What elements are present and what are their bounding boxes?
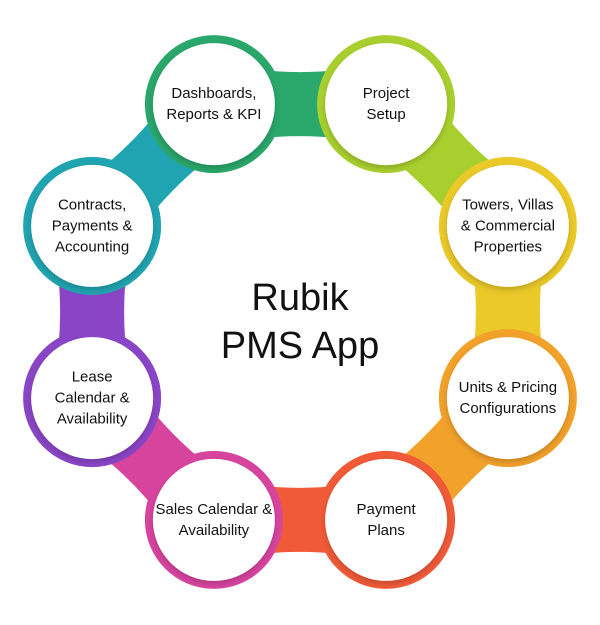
node-circle: [446, 164, 569, 287]
node-circle: [446, 337, 569, 460]
node-3: [438, 329, 577, 468]
node-label: Contracts, Payments & Accounting: [51, 196, 133, 256]
node-label: Project Setup: [362, 85, 410, 124]
node-circle: [152, 458, 275, 581]
node-4: [317, 450, 456, 589]
node-7: [23, 156, 162, 295]
node-label: Lease Calendar & Availability: [54, 368, 130, 428]
node-circle: [152, 43, 275, 166]
node-2: [438, 156, 577, 295]
node-label: Sales Calendar & Availability: [155, 500, 273, 539]
node-label: Payment Plans: [356, 500, 416, 539]
node-1: [317, 35, 456, 174]
node-circle: [325, 458, 448, 581]
node-5: [144, 450, 283, 589]
node-label: Dashboards, Reports & KPI: [166, 85, 262, 124]
node-label: Towers, Villas & Commercial Properties: [460, 196, 555, 256]
node-circles: [23, 35, 577, 589]
node-6: [23, 329, 162, 468]
node-8: [144, 35, 283, 174]
node-circle: [31, 337, 154, 460]
node-circle: [325, 43, 448, 166]
center-title: Rubik PMS App: [220, 277, 380, 367]
node-label: Units & Pricing Configurations: [458, 379, 558, 418]
node-circle: [31, 164, 154, 287]
